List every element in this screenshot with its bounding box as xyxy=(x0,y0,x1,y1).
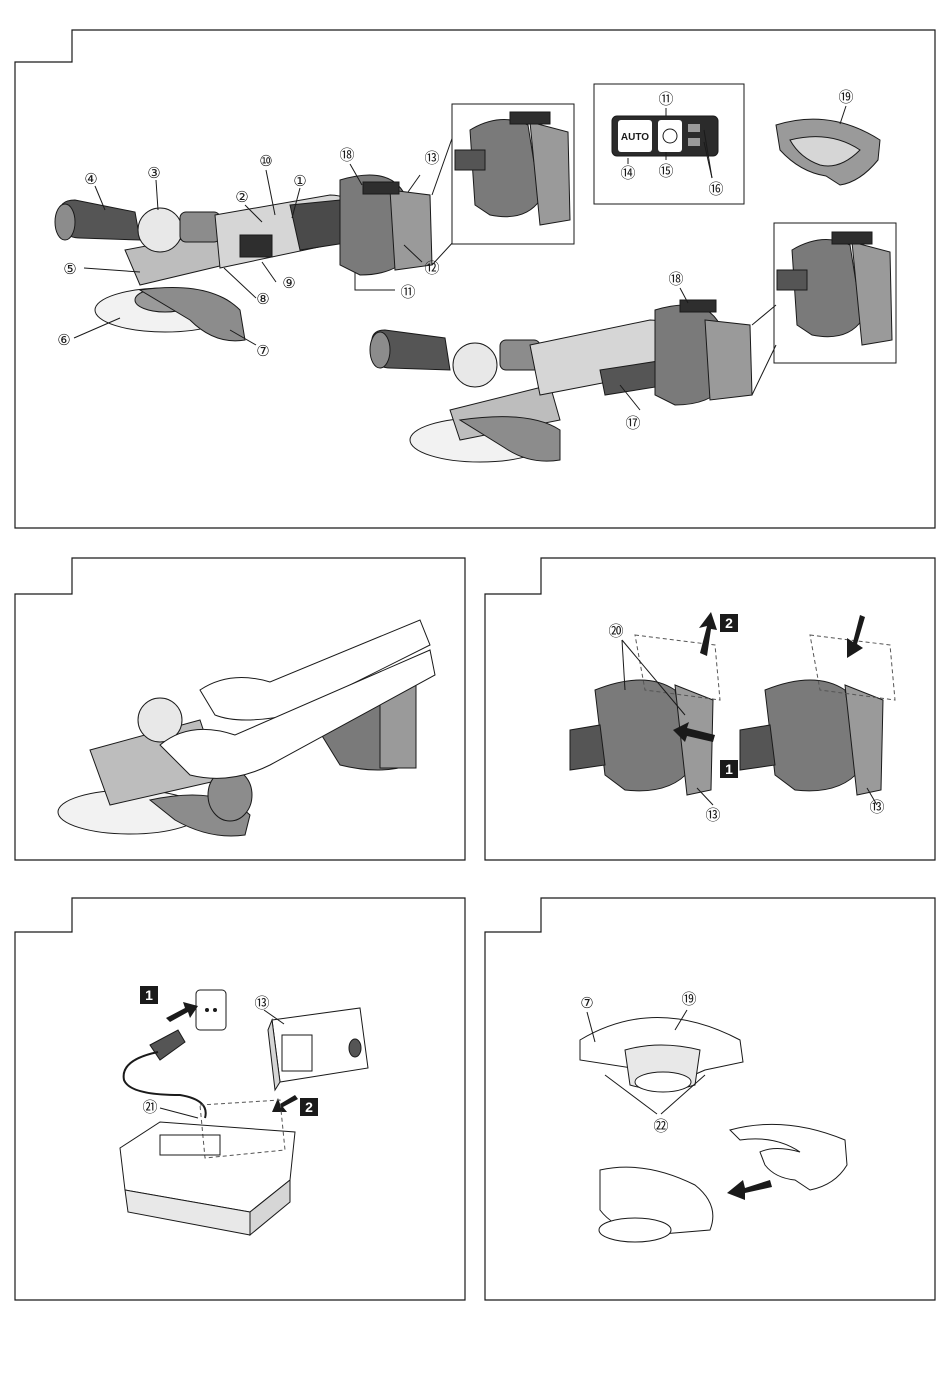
callout-1: ① xyxy=(293,172,306,190)
callout-17: ⑰ xyxy=(625,414,640,432)
callout-5: ⑤ xyxy=(63,260,76,278)
wheel-guard-icon xyxy=(599,1167,713,1242)
callout-15: ⑮ xyxy=(658,162,673,180)
callout-13: ⑬ xyxy=(705,806,720,824)
step-label-2: 2 xyxy=(305,1099,313,1115)
callout-12: ⑫ xyxy=(424,259,439,277)
figure-1-drawing: AUTO xyxy=(0,0,950,540)
callout-22: ㉒ xyxy=(653,1117,668,1135)
arrow-icon xyxy=(727,1180,772,1200)
callout-7: ⑦ xyxy=(580,994,593,1012)
callout-11: ⑪ xyxy=(658,90,673,108)
auto-button-label: AUTO xyxy=(621,132,649,143)
battery-icon xyxy=(740,635,895,795)
step-label-2: 2 xyxy=(725,615,733,631)
callout-10: ⑩ xyxy=(259,152,272,170)
plug-icon xyxy=(150,1030,185,1060)
indicator-lamp-icon xyxy=(688,138,700,146)
power-cord xyxy=(124,1052,206,1118)
callout-3: ③ xyxy=(147,164,160,182)
arrow-icon xyxy=(699,612,717,656)
arrow-icon xyxy=(847,615,865,658)
figure-2-panel xyxy=(0,550,475,870)
figure-4-drawing: 1 2 ⑬ ㉑ xyxy=(0,890,475,1310)
callout-13: ⑬ xyxy=(869,798,884,816)
step-label-1: 1 xyxy=(145,987,153,1003)
step-label-1: 1 xyxy=(725,761,733,777)
callout-19: ⑲ xyxy=(681,990,696,1008)
wheel-guard-icon xyxy=(776,119,880,185)
callout-2: ② xyxy=(235,188,248,206)
figure-3-panel: 2 1 ⑳ ⑬ ⑬ xyxy=(475,550,950,870)
figure-3-drawing: 2 1 ⑳ ⑬ ⑬ xyxy=(475,550,950,870)
figure-5-drawing: ⑦ ⑲ ㉒ xyxy=(475,890,950,1310)
callout-21: ㉑ xyxy=(142,1098,157,1116)
grinder-icon xyxy=(370,300,752,462)
figure-4-panel: 1 2 ⑬ ㉑ xyxy=(0,890,475,1310)
wheel-guard-icon xyxy=(730,1124,847,1190)
callout-18: ⑱ xyxy=(668,270,683,288)
light-button xyxy=(658,120,682,152)
arrow-icon xyxy=(272,1095,298,1112)
charger-icon xyxy=(120,1100,295,1235)
figure-5-panel: ⑦ ⑲ ㉒ xyxy=(475,890,950,1310)
callout-7: ⑦ xyxy=(256,342,269,360)
callout-9: ⑨ xyxy=(282,274,295,292)
callout-20: ⑳ xyxy=(608,622,623,640)
callout-8: ⑧ xyxy=(256,290,269,308)
callout-13: ⑬ xyxy=(424,149,439,167)
callout-11: ⑪ xyxy=(400,283,415,301)
arrow-icon xyxy=(166,1002,198,1022)
callout-6: ⑥ xyxy=(57,331,70,349)
callout-16: ⑯ xyxy=(708,180,723,198)
battery-icon xyxy=(268,1008,368,1090)
figure-2-drawing xyxy=(0,550,475,870)
callout-4: ④ xyxy=(84,170,97,188)
battery-icon xyxy=(570,635,720,795)
wheel-guard-icon xyxy=(580,1018,743,1093)
callout-18: ⑱ xyxy=(339,146,354,164)
callout-14: ⑭ xyxy=(620,164,635,182)
callout-13: ⑬ xyxy=(254,994,269,1012)
wall-socket-icon xyxy=(196,990,226,1030)
indicator-lamp-icon xyxy=(688,124,700,132)
callout-19: ⑲ xyxy=(838,88,853,106)
figure-1-panel: AUTO xyxy=(0,0,950,540)
